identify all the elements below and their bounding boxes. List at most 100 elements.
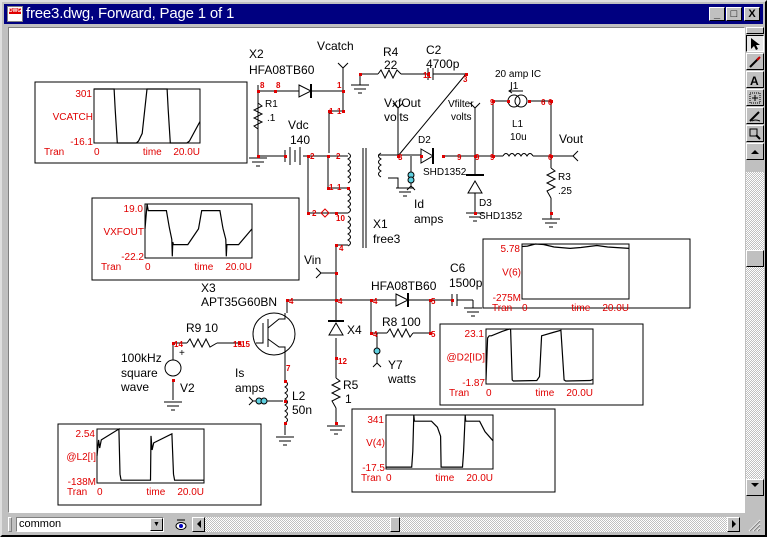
label-r5: R5 xyxy=(343,378,359,392)
text-a-icon: A xyxy=(750,74,759,86)
bar-handle[interactable] xyxy=(8,517,12,532)
horizontal-scroll-thumb[interactable] xyxy=(390,517,400,532)
label-vxfout-unit: volts xyxy=(384,110,409,124)
node-label: 6 xyxy=(541,98,546,107)
palette-handle[interactable] xyxy=(746,27,764,34)
igbt-x3[interactable] xyxy=(252,312,296,356)
label-vcatch: Vcatch xyxy=(317,39,354,53)
node-dot xyxy=(284,422,287,425)
schematic-drawing[interactable]: X2 HFA08TB60 Vcatch R4 22 C2 4700p 20 am… xyxy=(9,28,745,513)
dwg-file-icon[interactable]: DWG xyxy=(7,6,23,22)
scroll-up-button[interactable] xyxy=(746,143,764,160)
diode-x2[interactable] xyxy=(298,84,313,98)
label-vout: Vout xyxy=(559,132,584,146)
schematic-canvas[interactable]: X2 HFA08TB60 Vcatch R4 22 C2 4700p 20 am… xyxy=(8,27,745,513)
minimize-button[interactable]: _ xyxy=(709,7,725,21)
part-tool[interactable] xyxy=(746,89,764,106)
plot-area xyxy=(144,203,253,259)
probe-tool[interactable] xyxy=(746,107,764,124)
x-max-label: 20.0U xyxy=(225,262,252,273)
analysis-label: Tran xyxy=(449,388,469,399)
eye-icon[interactable] xyxy=(174,517,188,532)
node-dot xyxy=(359,73,362,76)
tool-palette: A xyxy=(746,27,764,161)
resistor-r8[interactable] xyxy=(386,327,414,339)
scroll-left-button[interactable] xyxy=(192,517,205,532)
inductor-l2[interactable] xyxy=(284,380,288,424)
scroll-right-button[interactable] xyxy=(727,517,740,532)
y-min-label: -275M xyxy=(493,293,521,304)
ground-icon xyxy=(163,401,183,411)
label-hfa-diode: HFA08TB60 xyxy=(371,279,437,293)
label-x2: X2 xyxy=(249,47,264,61)
zoom-tool[interactable] xyxy=(746,125,764,142)
horizontal-scrollbar[interactable] xyxy=(192,517,740,532)
label-x1: X1 xyxy=(373,217,388,231)
node-dot xyxy=(492,155,495,158)
title-bar[interactable]: DWG free3.dwg, Forward, Page 1 of 1 _ □ … xyxy=(4,4,763,24)
diode-hfa08tb60[interactable] xyxy=(395,293,410,307)
plot-frame[interactable] xyxy=(34,81,248,164)
plot-frame[interactable] xyxy=(91,197,300,281)
node-label: 1 xyxy=(337,107,342,116)
node-label: 1 xyxy=(329,183,334,192)
label-vdc-value: 140 xyxy=(290,133,310,147)
wire-tool[interactable] xyxy=(746,53,764,70)
probe-id-icon[interactable] xyxy=(406,156,416,191)
inductor-l1[interactable] xyxy=(502,153,534,157)
ground-icon xyxy=(350,84,370,94)
vertical-scroll-thumb[interactable] xyxy=(746,250,764,267)
symbol-group-select[interactable]: common ▼ xyxy=(16,517,164,532)
resistor-r3[interactable] xyxy=(545,167,557,199)
analysis-label: Tran xyxy=(44,147,64,158)
plot-area xyxy=(385,414,494,470)
probe-is-icon[interactable] xyxy=(248,396,283,406)
node-dot xyxy=(550,212,553,215)
y-axis-label: @D2[ID] xyxy=(447,353,486,364)
magnifier-icon xyxy=(749,128,761,140)
label-c2-value: 4700p xyxy=(426,57,460,71)
resize-grip[interactable] xyxy=(746,517,761,532)
resistor-r4[interactable] xyxy=(377,68,402,80)
current-source-i1[interactable] xyxy=(507,88,528,108)
scroll-down-button[interactable] xyxy=(746,479,764,496)
node-label: 15 xyxy=(233,340,242,349)
text-tool[interactable]: A xyxy=(746,71,764,88)
resistor-r1[interactable] xyxy=(252,102,264,130)
x-axis-label: time xyxy=(146,487,165,498)
voltage-source-v2[interactable] xyxy=(164,359,182,377)
plot-frame[interactable] xyxy=(482,238,691,309)
diode-x4[interactable] xyxy=(328,320,344,336)
dropdown-arrow-icon[interactable]: ▼ xyxy=(150,518,163,531)
label-c2: C2 xyxy=(426,43,442,57)
waveform-line xyxy=(485,328,594,382)
transformer-x1[interactable] xyxy=(320,148,382,248)
vertical-scrollbar[interactable] xyxy=(746,172,764,496)
resistor-r5[interactable] xyxy=(330,377,342,409)
close-button[interactable]: X xyxy=(744,7,760,21)
pencil-icon xyxy=(749,56,761,68)
battery-vdc[interactable] xyxy=(284,147,301,165)
label-i1-note: 20 amp IC xyxy=(495,69,541,80)
label-i1: I1 xyxy=(510,81,519,92)
y-min-label: -138M xyxy=(68,477,96,488)
plot-frame[interactable] xyxy=(57,423,262,506)
schematic-labels: X2 HFA08TB60 Vcatch R4 22 C2 4700p 20 am… xyxy=(120,39,584,417)
arrow-up-icon xyxy=(751,150,759,154)
label-d2-model: SHD1352 xyxy=(423,167,467,178)
resistor-r9[interactable] xyxy=(186,337,218,349)
pointer-tool[interactable] xyxy=(746,35,764,52)
maximize-button[interactable]: □ xyxy=(726,7,742,21)
probe-y7-icon[interactable] xyxy=(372,333,382,368)
arrow-left-icon xyxy=(196,520,201,528)
status-bar: common ▼ xyxy=(4,514,763,535)
label-is: Is xyxy=(235,366,244,380)
diode-d3[interactable] xyxy=(466,174,484,194)
